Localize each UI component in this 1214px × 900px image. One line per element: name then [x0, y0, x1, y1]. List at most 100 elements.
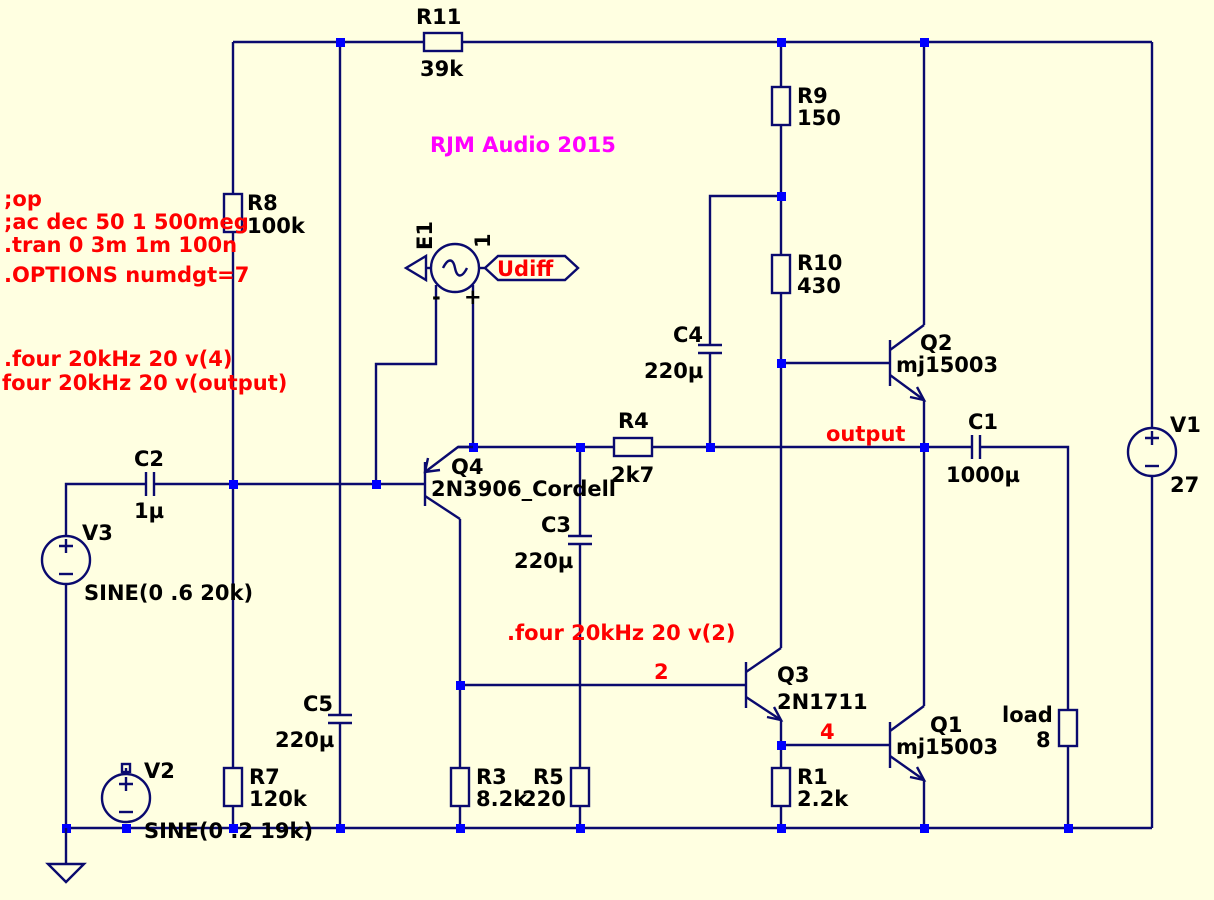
- transistor-q2[interactable]: [888, 324, 927, 402]
- v2-terminal: [120, 762, 132, 774]
- voltage-source-v2[interactable]: [100, 762, 152, 824]
- sources: [40, 426, 1178, 824]
- title-text: RJM Audio 2015: [430, 133, 616, 157]
- directive-op: ;op: [4, 187, 42, 211]
- junction: [1064, 824, 1073, 833]
- vcvs-e1[interactable]: [403, 242, 580, 294]
- junction: [456, 824, 465, 833]
- r10-ref: R10: [797, 251, 842, 275]
- transistor-q3[interactable]: [744, 647, 784, 722]
- q1-model: mj15003: [896, 735, 998, 759]
- transistor-q4[interactable]: [419, 445, 473, 521]
- r11-ref: R11: [416, 5, 461, 29]
- c5-value: 220µ: [275, 728, 334, 752]
- wire-bootstrap: [708, 194, 781, 447]
- q2-model: mj15003: [896, 353, 998, 377]
- wire-feedback: [458, 445, 1070, 828]
- ground-icon: [45, 828, 87, 884]
- resistor-r4[interactable]: [612, 436, 654, 458]
- e1-ground-ref-icon: [403, 253, 428, 283]
- c4-ref: C4: [673, 323, 703, 347]
- capacitor-c2[interactable]: [144, 472, 156, 496]
- v1-ref: V1: [1170, 413, 1201, 437]
- v2-plus-icon: [119, 777, 133, 791]
- voltage-source-v3[interactable]: [40, 534, 92, 586]
- resistor-r11[interactable]: [422, 31, 464, 53]
- q1-collector: [889, 705, 925, 732]
- c2-value: 1µ: [134, 499, 164, 523]
- resistor-load[interactable]: [1057, 708, 1079, 748]
- junction: [576, 824, 585, 833]
- capacitor-c4[interactable]: [698, 343, 722, 355]
- r3-ref: R3: [476, 765, 507, 789]
- junction: [576, 443, 585, 452]
- junction: [336, 38, 345, 47]
- directive-tran: .tran 0 3m 1m 100n: [4, 233, 237, 257]
- junction: [920, 443, 929, 452]
- capacitor-c5[interactable]: [328, 713, 352, 725]
- junction: [469, 443, 478, 452]
- r4-value: 2k7: [611, 463, 654, 487]
- capacitor-c1[interactable]: [962, 435, 990, 459]
- v2-ref: V2: [144, 759, 175, 783]
- c4-value: 220µ: [644, 359, 703, 383]
- c1-value: 1000µ: [946, 463, 1020, 487]
- resistor-r8[interactable]: [222, 192, 244, 234]
- r5-value: 220: [522, 787, 566, 811]
- net-label-udiff: Udiff: [497, 257, 554, 281]
- v3-body: [40, 534, 92, 586]
- resistor-r5[interactable]: [569, 766, 591, 808]
- q2-collector: [889, 324, 925, 351]
- c5-ref: C5: [303, 692, 333, 716]
- q3-emitter: [745, 695, 782, 722]
- c2-ref: C2: [134, 447, 164, 471]
- r7-value: 120k: [249, 787, 308, 811]
- junction: [777, 741, 786, 750]
- q2-emitter-arrow: [909, 386, 927, 402]
- r9-ref: R9: [797, 84, 828, 108]
- transistor-q1[interactable]: [888, 705, 927, 782]
- resistor-r1[interactable]: [770, 766, 792, 808]
- r4-ref: R4: [618, 409, 649, 433]
- transistors: [419, 324, 927, 782]
- directive-ac: ;ac dec 50 1 500meg: [4, 210, 249, 234]
- c3-ref: C3: [541, 513, 571, 537]
- resistor-r3[interactable]: [449, 766, 471, 808]
- junction: [372, 480, 381, 489]
- resistor-r10[interactable]: [770, 253, 792, 295]
- r5-ref: R5: [533, 765, 564, 789]
- wire-e1-minus: [374, 290, 438, 484]
- voltage-source-v1[interactable]: [1126, 426, 1178, 478]
- r11-value: 39k: [420, 57, 464, 81]
- directive-four-v2: .four 20kHz 20 v(2): [507, 621, 736, 645]
- capacitor-c3[interactable]: [568, 534, 592, 546]
- v3-plus-icon: [59, 539, 73, 553]
- junction: [920, 824, 929, 833]
- e1-gain: 1: [471, 233, 495, 248]
- r1-ref: R1: [797, 765, 828, 789]
- r3-value: 8.2k: [476, 787, 528, 811]
- v2-value: SINE(0 .2 19k): [144, 819, 313, 843]
- q3-ref: Q3: [777, 663, 809, 687]
- resistor-r7[interactable]: [222, 766, 244, 808]
- c1-ref: C1: [968, 410, 998, 434]
- junction: [777, 192, 786, 201]
- r7-ref: R7: [249, 765, 280, 789]
- c3-value: 220µ: [514, 549, 573, 573]
- junction: [336, 824, 345, 833]
- q4-collector: [424, 494, 461, 521]
- q3-emitter-arrow: [766, 706, 784, 722]
- resistors: [222, 31, 1079, 808]
- resistor-r9[interactable]: [770, 85, 792, 127]
- e1-ref: E1: [413, 221, 437, 250]
- capacitors: [144, 343, 990, 725]
- v1-body: [1126, 426, 1178, 478]
- junction: [777, 38, 786, 47]
- load-value: 8: [1036, 728, 1051, 752]
- junction: [777, 824, 786, 833]
- junction: [706, 443, 715, 452]
- q4-model: 2N3906_Cordell: [431, 477, 616, 501]
- v2-body: [100, 772, 152, 824]
